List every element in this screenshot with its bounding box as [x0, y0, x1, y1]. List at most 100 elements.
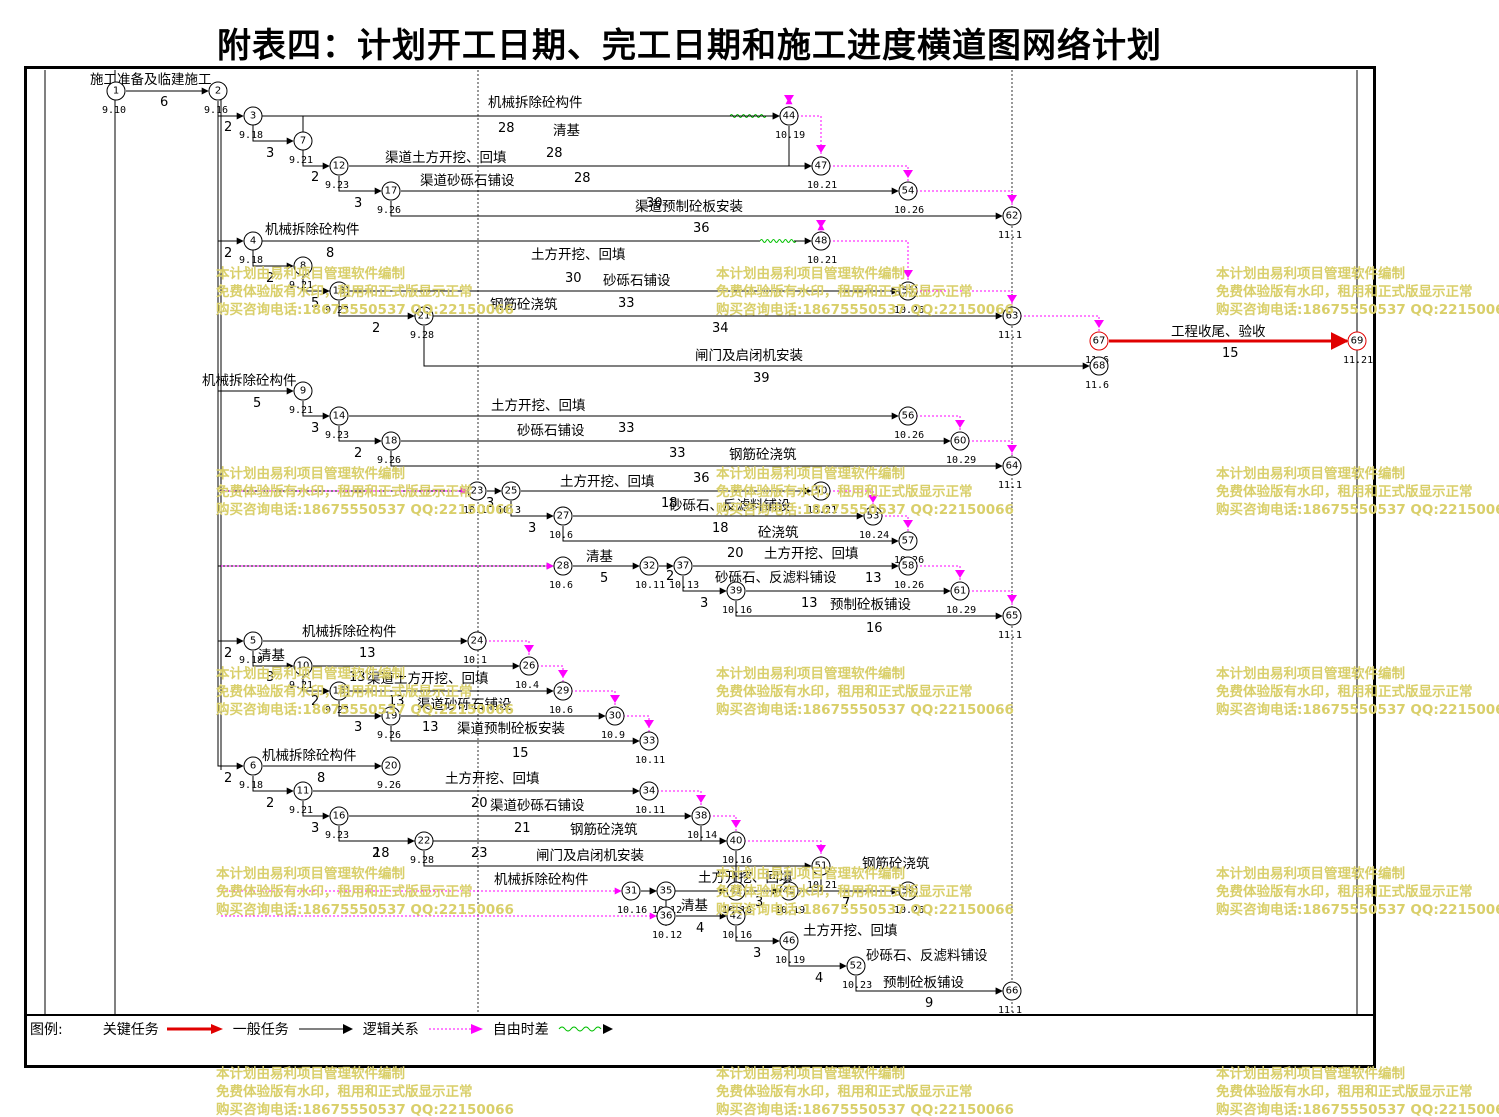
task-duration: 15 [512, 746, 529, 761]
node-id: 41 [730, 886, 743, 897]
node-date: 11.6 [1085, 380, 1109, 391]
link-duration: 3 [311, 821, 319, 836]
task-duration: 30 [565, 271, 582, 286]
node-10: 109.21 [289, 656, 313, 691]
watermark: 本计划由易利项目管理软件编制免费体验版有水印，租用和正式版显示正常购买咨询电话:… [216, 665, 514, 718]
task-duration: 28 [546, 146, 563, 161]
legend-label: 图例: [30, 1022, 63, 1038]
svg-text:本计划由易利项目管理软件编制: 本计划由易利项目管理软件编制 [1216, 465, 1405, 482]
node-id: 65 [1006, 611, 1019, 622]
node-date: 10.23 [842, 980, 872, 991]
legend-general-arrow [298, 1024, 353, 1034]
task-duration: 13 [865, 571, 882, 586]
svg-text:购买咨询电话:18675550537 QQ:22150066: 购买咨询电话:18675550537 QQ:22150066 [216, 901, 514, 918]
float-link [821, 165, 912, 192]
task-duration: 34 [712, 321, 729, 336]
link-duration: 2 [266, 796, 274, 811]
svg-text:免费体验版有水印，租用和正式版显示正常: 免费体验版有水印，租用和正式版显示正常 [716, 483, 973, 500]
node-id: 69 [1351, 336, 1364, 347]
node-id: 57 [902, 536, 915, 547]
float-arrowhead [1007, 295, 1017, 303]
node-id: 62 [1006, 211, 1019, 222]
task-name: 砂砾石、反滤料铺设 [866, 948, 988, 964]
node-date: 10.1 [463, 505, 487, 516]
svg-text:购买咨询电话:18675550537 QQ:22150066: 购买咨询电话:18675550537 QQ:22150066 [216, 1101, 514, 1117]
task-name: 渠道土方开挖、回填 [385, 150, 507, 166]
node-id: 44 [783, 111, 796, 122]
node-id: 16 [333, 811, 346, 822]
node-id: 66 [1006, 986, 1019, 997]
task-duration: 20 [471, 796, 488, 811]
svg-text:购买咨询电话:18675550537 QQ:22150066: 购买咨询电话:18675550537 QQ:22150066 [1216, 501, 1499, 518]
node-id: 30 [609, 711, 622, 722]
node-4: 49.18 [239, 231, 263, 266]
task-name: 机械拆除砼构件 [488, 95, 583, 111]
node-id: 24 [471, 636, 484, 647]
node-id: 61 [954, 586, 967, 597]
task-name: 机械拆除砼构件 [262, 748, 357, 764]
legend-logic-arrow [428, 1024, 483, 1034]
link-duration: 2 [666, 569, 674, 584]
watermark: 本计划由易利项目管理软件编制免费体验版有水印，租用和正式版显示正常购买咨询电话:… [1216, 1065, 1499, 1117]
task-name: 渠道砂砾石铺设 [417, 697, 512, 713]
node-date: 10.26 [894, 905, 924, 916]
svg-text:购买咨询电话:18675550537 QQ:22150066: 购买咨询电话:18675550537 QQ:22150066 [216, 301, 514, 318]
float-link [1012, 315, 1103, 342]
task-38: 清基4 [676, 897, 727, 936]
node-date: 11.21 [1343, 355, 1373, 366]
task-name: 钢筋砼浇筑 [490, 296, 558, 313]
node-id: 38 [695, 811, 708, 822]
node-date: 10.14 [687, 830, 717, 841]
node-53: 53 10.24 [859, 506, 889, 541]
task-duration: 39 [753, 371, 770, 386]
node-6: 69.18 [239, 756, 263, 791]
node-id: 35 [660, 886, 673, 897]
task-duration: 5 [600, 571, 608, 586]
svg-text:免费体验版有水印，租用和正式版显示正常: 免费体验版有水印，租用和正式版显示正常 [216, 683, 473, 700]
float-arrowhead [816, 145, 826, 153]
node-15: 159.23 [325, 681, 349, 716]
task-duration: 28 [574, 171, 591, 186]
node-id: 26 [523, 661, 536, 672]
float-arrowhead [1007, 195, 1017, 203]
watermark: 本计划由易利项目管理软件编制免费体验版有水印，租用和正式版显示正常购买咨询电话:… [1216, 665, 1499, 718]
task-name: 钢筋砼浇筑 [862, 855, 930, 872]
page-title: 附表四：计划开工日期、完工日期和施工进度横道图网络计划 [217, 26, 1162, 66]
task-duration: 33 [618, 296, 635, 311]
node-id: 3 [250, 111, 256, 122]
float-arrowhead [1094, 320, 1104, 328]
node-id: 23 [471, 486, 484, 497]
node-id: 59 [902, 886, 915, 897]
node-date: 10.26 [894, 430, 924, 441]
node-id: 48 [815, 236, 828, 247]
node-id: 13 [333, 286, 346, 297]
svg-text:免费体验版有水印，租用和正式版显示正常: 免费体验版有水印，租用和正式版显示正常 [216, 283, 473, 300]
float-arrowhead [558, 670, 568, 678]
node-date: 10.24 [859, 530, 889, 541]
node-date: 9.23 [325, 305, 349, 316]
node-date: 11.1 [998, 480, 1022, 491]
node-id: 27 [557, 511, 570, 522]
task-duration: 20 [727, 546, 744, 561]
node-id: 53 [867, 511, 880, 522]
node-id: 12 [333, 161, 346, 172]
watermark: 本计划由易利项目管理软件编制免费体验版有水印，租用和正式版显示正常购买咨询电话:… [216, 465, 514, 518]
